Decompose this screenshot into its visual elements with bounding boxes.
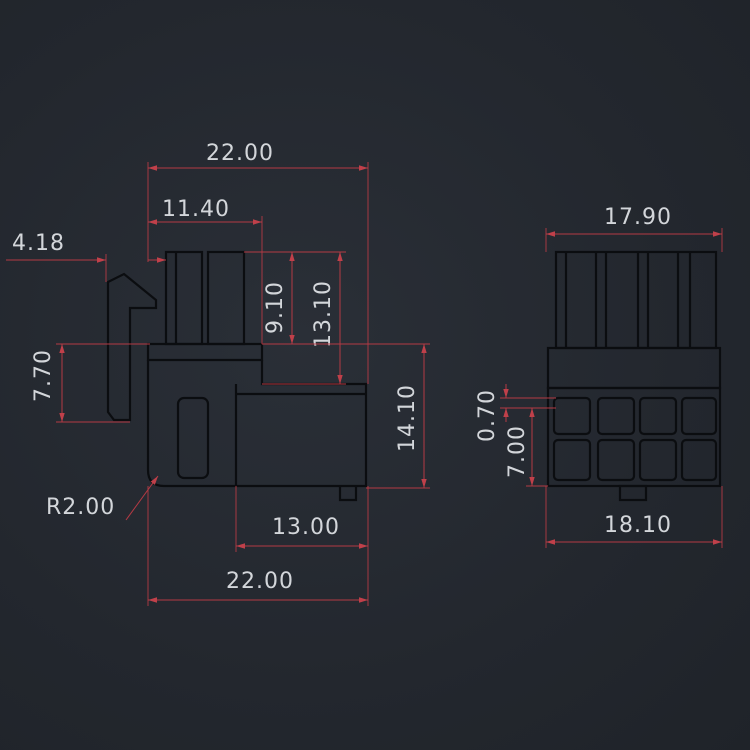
pin-housing-right bbox=[206, 250, 246, 346]
main-body bbox=[146, 360, 368, 488]
cavity-8 bbox=[680, 438, 718, 482]
cavity-7 bbox=[638, 438, 678, 482]
latch-arm bbox=[106, 272, 158, 422]
dim-radius: R2.00 bbox=[46, 495, 115, 520]
dim-outer-height: 13.10 bbox=[311, 280, 336, 348]
front-view bbox=[546, 250, 722, 502]
dim-left-height: 7.70 bbox=[31, 349, 56, 402]
cavity-3 bbox=[638, 396, 678, 436]
dim-front-top-width: 17.90 bbox=[604, 205, 672, 230]
front-shoulder bbox=[546, 346, 722, 390]
side-dimensions: 22.00 11.40 4.18 7.70 9.10 13.10 14.10 R… bbox=[6, 141, 430, 606]
dim-body-height: 14.10 bbox=[395, 384, 420, 452]
dim-front-bottom-width: 18.10 bbox=[604, 513, 672, 538]
front-bottom-tab bbox=[618, 484, 648, 502]
cavity-5 bbox=[552, 438, 592, 482]
cavity-6 bbox=[596, 438, 636, 482]
front-dimensions: 17.90 0.70 7.00 18.10 bbox=[475, 205, 723, 548]
cavity-2 bbox=[596, 396, 636, 436]
shoulder bbox=[146, 342, 264, 362]
dim-lower-length: 13.00 bbox=[272, 515, 340, 540]
pin-housing-left bbox=[164, 250, 204, 346]
dim-latch-offset: 4.18 bbox=[12, 231, 65, 256]
cavity-4 bbox=[680, 396, 718, 436]
front-top-block bbox=[554, 250, 718, 350]
cavity-1 bbox=[552, 396, 592, 436]
dim-inner-height: 9.10 bbox=[263, 281, 288, 334]
bottom-tab bbox=[338, 486, 358, 502]
dim-gap: 0.70 bbox=[475, 389, 500, 442]
dim-bottom-width: 22.00 bbox=[226, 569, 294, 594]
dim-upper-width: 11.40 bbox=[162, 197, 230, 222]
dim-top-width: 22.00 bbox=[206, 141, 274, 166]
window-slot bbox=[176, 396, 210, 480]
dim-cell-height: 7.00 bbox=[505, 425, 530, 478]
